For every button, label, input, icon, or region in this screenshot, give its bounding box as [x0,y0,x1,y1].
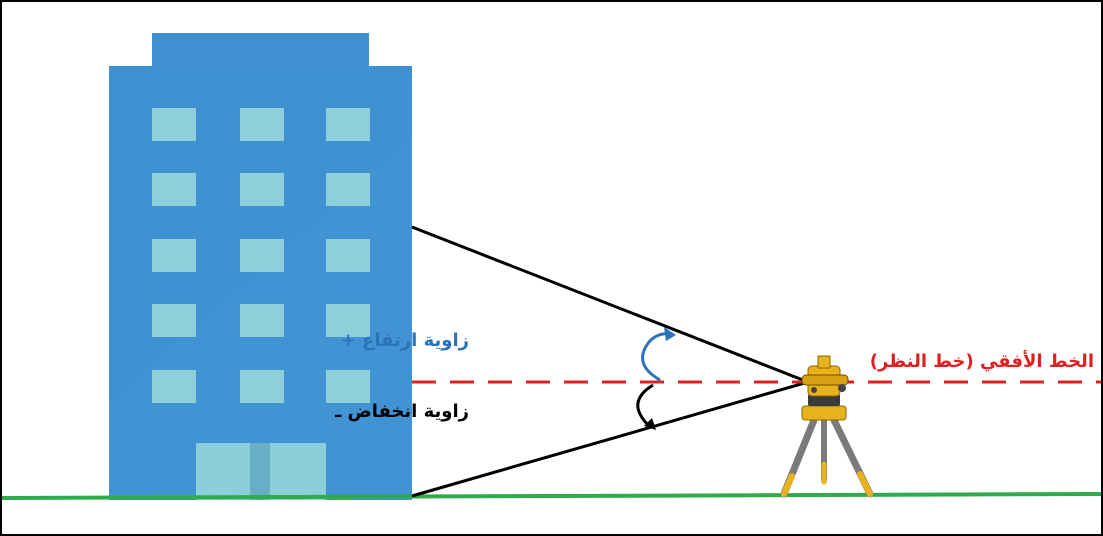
instrument-knob-2 [811,387,817,393]
tripod-head [801,405,847,421]
elevation-angle-label: زاوية ارتفاع + [340,330,469,351]
sight-line-down [411,380,809,498]
building-icon [109,33,412,500]
building-windows [152,108,370,403]
instrument-top [817,355,831,369]
instrument-telescope [801,374,849,386]
theodolite-icon [780,355,874,498]
depression-angle-label: زاوية انخفاض ـ [335,401,469,422]
sight-line-up [411,225,809,384]
building-door [196,443,326,500]
instrument-knob [838,384,846,392]
instrument-base [808,394,840,406]
ground-line [2,492,1101,500]
elevation-angle-arc [641,327,676,382]
depression-angle-arc [636,383,656,430]
building-roof [152,33,369,69]
tripod-legs [780,416,874,498]
horizontal-line-label: الخط الأفقي (خط النظر) [869,351,1094,372]
